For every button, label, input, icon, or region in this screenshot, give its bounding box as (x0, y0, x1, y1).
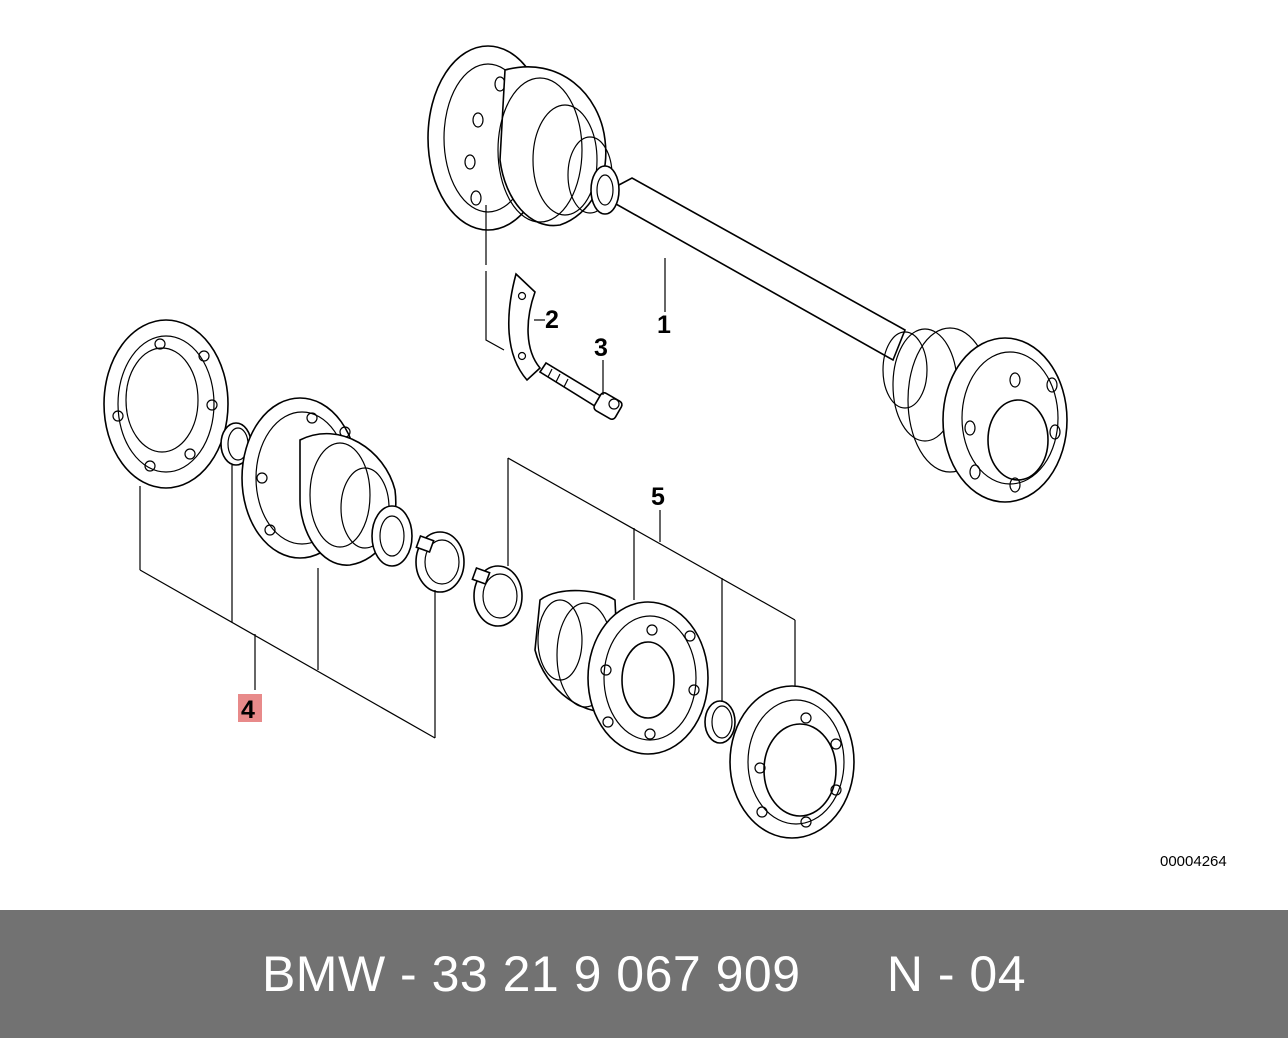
callout-labels: 1 2 3 4 5 (238, 306, 671, 724)
position-text: N - 04 (886, 946, 1027, 1002)
callout-3[interactable]: 3 (594, 334, 608, 362)
callout-1[interactable]: 1 (657, 311, 671, 339)
footer-label: BMW - 33 21 9 067 909 N - 04 (262, 945, 1026, 1003)
drive-shaft-assembly[interactable] (427, 45, 1068, 503)
leader-lines (139, 205, 796, 739)
part-number-text: BMW - 33 21 9 067 909 (261, 946, 801, 1002)
cv-joint-kit-right[interactable] (471, 565, 855, 839)
diagram-id: 00004264 (1160, 853, 1227, 870)
part-number-footer: BMW - 33 21 9 067 909 N - 04 (0, 910, 1288, 1038)
footer-spacer (801, 946, 887, 1002)
callout-4-highlight (238, 694, 262, 722)
callout-5[interactable]: 5 (651, 483, 665, 511)
cv-joint-kit-left[interactable] (103, 319, 465, 593)
callout-4[interactable]: 4 (241, 696, 255, 724)
lock-plate[interactable] (508, 272, 542, 382)
socket-head-bolt[interactable] (538, 361, 623, 421)
callout-2[interactable]: 2 (545, 306, 559, 334)
exploded-parts-diagram: 1 2 3 4 5 00004264 (103, 45, 1227, 870)
